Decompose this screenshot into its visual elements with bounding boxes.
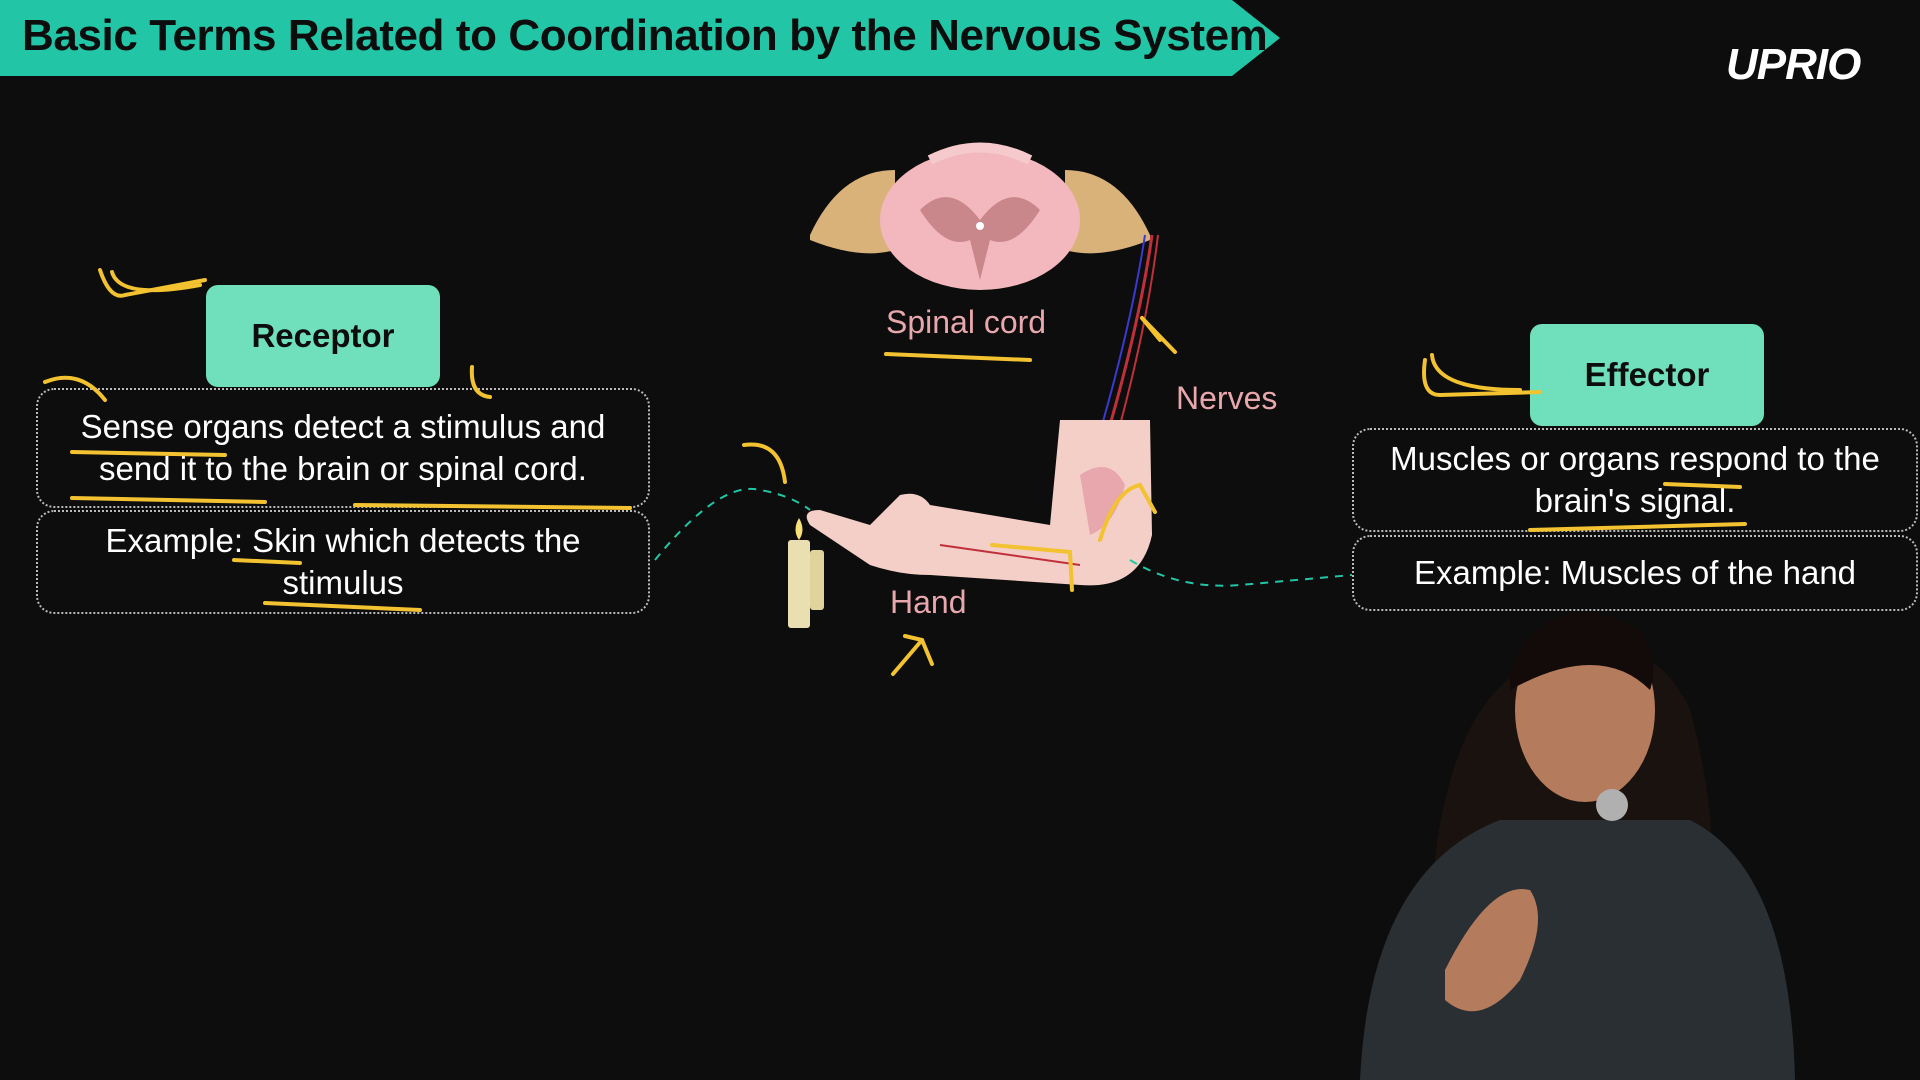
nerve-fibers bbox=[1101, 234, 1159, 426]
hand-label: Hand bbox=[890, 584, 967, 620]
brand-logo: UPRIO bbox=[1726, 40, 1861, 89]
spinal-cord-illustration bbox=[810, 142, 1150, 290]
page-title: Basic Terms Related to Coordination by t… bbox=[22, 11, 1268, 60]
effector-definition-box: Muscles or organs respond to the brain's… bbox=[1352, 428, 1918, 532]
effector-tag: Effector bbox=[1530, 324, 1764, 426]
effector-example: Example: Muscles of the hand bbox=[1413, 554, 1857, 591]
receptor-definition: Sense organs detect a stimulus and send … bbox=[80, 408, 606, 487]
nerves-label: Nerves bbox=[1176, 380, 1278, 416]
effector-definition: Muscles or organs respond to the brain's… bbox=[1390, 440, 1880, 519]
spinal-cord-label: Spinal cord bbox=[886, 304, 1047, 340]
receptor-example: Example: Skin which detects the stimulus bbox=[105, 522, 581, 601]
effector-example-box: Example: Muscles of the hand bbox=[1352, 535, 1918, 611]
candle-icon bbox=[788, 518, 824, 628]
receptor-tag: Receptor bbox=[206, 285, 440, 387]
presenter-image bbox=[1360, 612, 1795, 1080]
title-banner bbox=[0, 0, 1280, 76]
receptor-definition-box: Sense organs detect a stimulus and send … bbox=[36, 388, 650, 508]
arm-hand-illustration bbox=[806, 420, 1152, 586]
receptor-example-box: Example: Skin which detects the stimulus bbox=[36, 510, 650, 614]
